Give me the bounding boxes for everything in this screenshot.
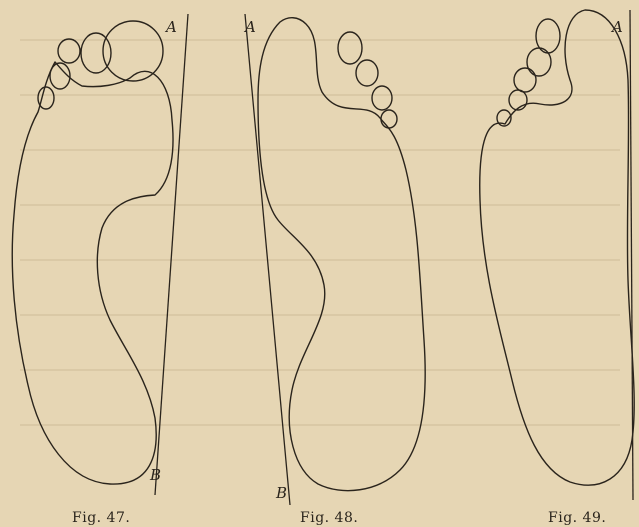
fig47-label-b: B	[149, 466, 161, 484]
fig49-caption: Fig. 49.	[548, 510, 606, 526]
fig48-label-a: A	[243, 18, 256, 36]
fig48-caption: Fig. 48.	[300, 510, 358, 526]
fig47-label-a: A	[164, 18, 177, 36]
fig49-label-a: A	[610, 18, 623, 36]
fig47-caption: Fig. 47.	[72, 510, 130, 526]
fig48-label-b: B	[275, 484, 287, 502]
